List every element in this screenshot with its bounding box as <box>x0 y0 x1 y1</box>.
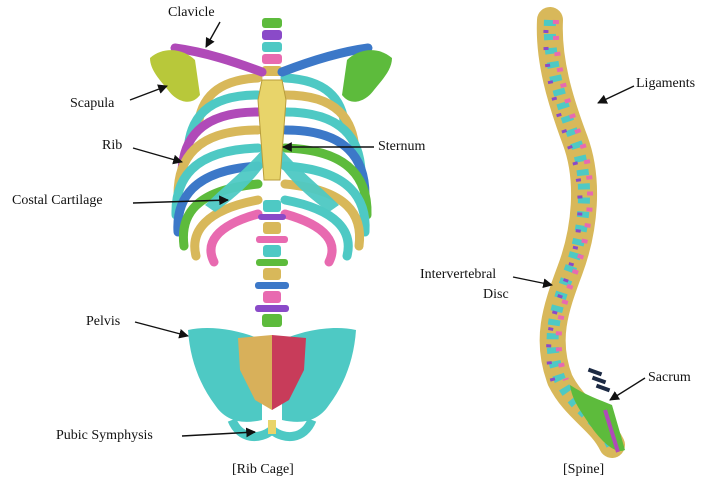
pelvis-label: Pelvis <box>86 314 120 330</box>
ligaments-arrow <box>598 86 634 103</box>
lumbar-vertebrae <box>255 200 289 327</box>
upper-vertebrae <box>262 18 282 76</box>
sacrum-arrow <box>610 378 645 400</box>
pelvis-arrow <box>135 322 188 336</box>
pubic-symphysis <box>268 420 276 434</box>
spine-illustration <box>546 20 625 452</box>
left-scapula <box>150 50 200 102</box>
right-scapula <box>342 50 392 102</box>
rib-cage-caption: [Rib Cage] <box>232 462 294 478</box>
pelvis <box>188 328 356 437</box>
sacrum-discs <box>588 368 611 393</box>
sacrum-label: Sacrum <box>648 370 691 386</box>
intervertebral-label-line1: Intervertebral <box>420 267 496 283</box>
ligaments-label: Ligaments <box>636 76 695 92</box>
sternum-label: Sternum <box>378 139 425 155</box>
intervertebral-label-line2: Disc <box>483 287 509 303</box>
rib-label: Rib <box>102 138 122 154</box>
clavicle-label: Clavicle <box>168 5 215 21</box>
rib-cage-illustration <box>150 18 392 437</box>
spine-caption: [Spine] <box>563 462 604 478</box>
costal-cartilage-label: Costal Cartilage <box>12 193 103 209</box>
pubic-symphysis-label: Pubic Symphysis <box>56 428 153 444</box>
scapula-arrow <box>130 86 167 100</box>
intervertebral-disc-arrow <box>513 277 552 285</box>
rib-arrow <box>133 148 182 162</box>
scapula-label: Scapula <box>70 96 114 112</box>
clavicle-arrow <box>206 22 220 47</box>
